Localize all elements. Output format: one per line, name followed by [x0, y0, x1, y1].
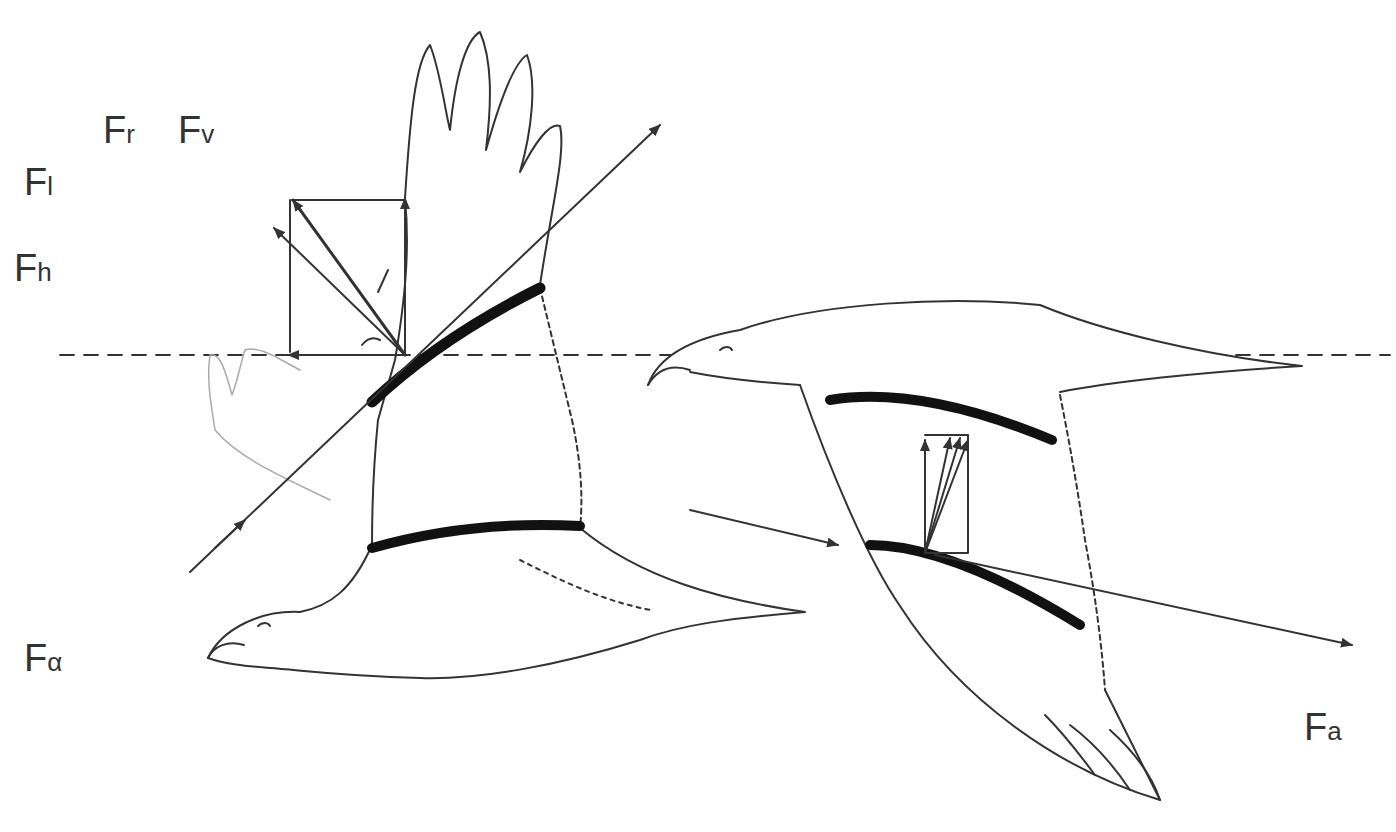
force-label: Fl	[24, 160, 53, 206]
force-label: Fr	[103, 108, 135, 154]
force-label: Fv	[178, 108, 214, 154]
force-label: Fa	[1304, 705, 1342, 751]
force-label: Fh	[14, 246, 52, 292]
force-label: Fα	[24, 636, 62, 682]
